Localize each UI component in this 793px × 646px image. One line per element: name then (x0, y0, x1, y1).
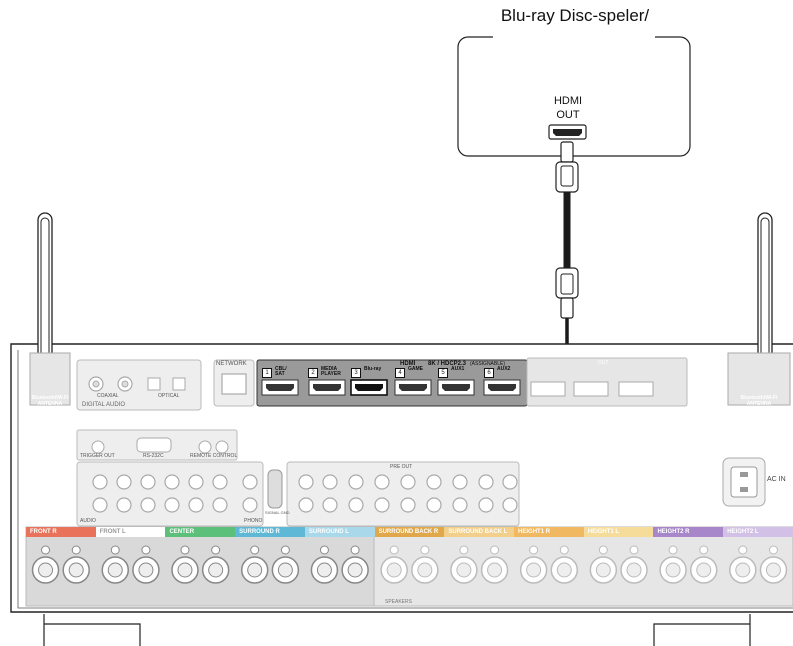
player-hdmi-out-port (549, 125, 586, 139)
hdmi-input-name: AUX2 (497, 367, 510, 372)
speaker-group-label: HEIGHT2 L (723, 527, 793, 537)
speaker-group-label: HEIGHT2 R (653, 527, 723, 537)
hdmi-out-label: OUT (598, 360, 609, 366)
hdmi-input-number: 4 (395, 368, 405, 378)
antenna-left-label: Bluetooth/Wi-Fi ANTENNA (30, 395, 70, 407)
network-label: NETWORK (216, 361, 247, 367)
hdmi-input-name: Blu-ray (364, 367, 381, 372)
speaker-group-label: SURROUND R (235, 527, 305, 537)
hdmi-input-name: MEDIA PLAYER (321, 367, 341, 377)
hdmi-input-number: 2 (308, 368, 318, 378)
phono-label: PHONO (244, 518, 262, 524)
speakers-label: SPEAKERS (385, 599, 412, 605)
antenna-right-label: Bluetooth/Wi-Fi ANTENNA (728, 395, 790, 407)
trigger-out-label: TRIGGER OUT (80, 453, 115, 459)
pre-out-label: PRE OUT (390, 464, 412, 470)
hdmi-input-name: CBL/ SAT (275, 367, 287, 377)
hdmi-input-number: 6 (484, 368, 494, 378)
hdmi-input-number: 3 (351, 368, 361, 378)
speaker-group-label: HEIGHT1 L (584, 527, 654, 537)
optical-label: OPTICAL (158, 393, 179, 399)
coaxial-label: COAXIAL (97, 393, 119, 399)
hdmi-input-number: 1 (262, 368, 272, 378)
speaker-group-label: FRONT L (96, 527, 166, 537)
remote-control-label: REMOTE CONTROL (190, 453, 237, 459)
speaker-group-label: SURROUND BACK R (375, 527, 445, 537)
speaker-group-label: FRONT R (26, 527, 96, 537)
audio-in-label: AUDIO (80, 518, 96, 524)
hdmi-input-name: GAME (408, 367, 423, 372)
player-hdmi-label: HDMI (543, 95, 593, 107)
speaker-group-label: HEIGHT1 R (514, 527, 584, 537)
signal-gnd-label: SIGNAL GND (265, 510, 290, 515)
speaker-group-label: CENTER (165, 527, 235, 537)
antenna-right (728, 213, 790, 405)
rs232c-label: RS-232C (143, 453, 164, 459)
ac-in-label: AC IN (767, 476, 786, 483)
player-out-label: OUT (543, 109, 593, 121)
hdmi-input-name: AUX1 (451, 367, 464, 372)
antenna-left (30, 213, 70, 405)
analog-audio-panel (77, 462, 519, 526)
speaker-group-label: SURROUND L (305, 527, 375, 537)
hdmi-input-number: 5 (438, 368, 448, 378)
speaker-group-label: SURROUND BACK L (444, 527, 514, 537)
ac-inlet (723, 458, 765, 506)
digital-audio-label: DIGITAL AUDIO (82, 402, 125, 408)
